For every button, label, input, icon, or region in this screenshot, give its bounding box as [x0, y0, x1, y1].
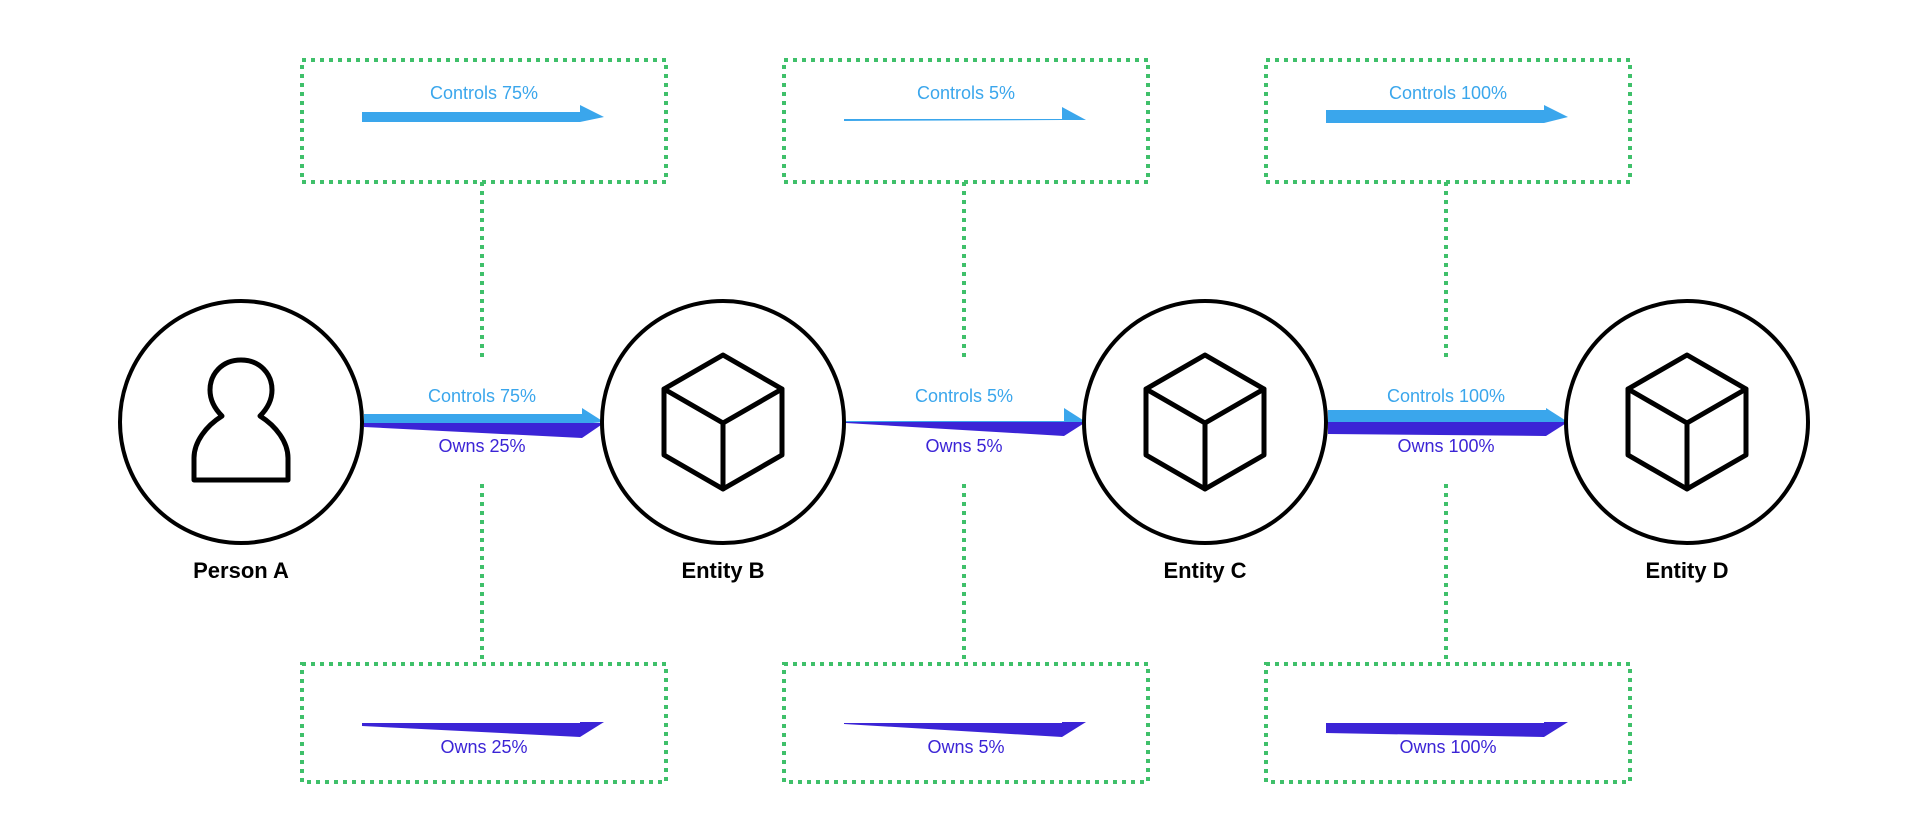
- node-label: Entity C: [1163, 558, 1246, 583]
- edge-b-c: Controls 5% Owns 5%: [846, 386, 1086, 456]
- person-icon: [191, 357, 291, 483]
- control-callout-label: Controls 75%: [430, 83, 538, 103]
- own-arrow: [846, 422, 1086, 436]
- control-callout-box-1: Controls 75%: [300, 58, 668, 184]
- own-callout-label: Owns 5%: [927, 737, 1004, 757]
- edge-own-label: Owns 5%: [925, 436, 1002, 456]
- edge-own-label: Owns 100%: [1397, 436, 1494, 456]
- control-callout-arrow: [844, 107, 1086, 121]
- control-callout-box-2: Controls 5%: [782, 58, 1150, 184]
- cube-icon: [661, 352, 785, 492]
- own-callout-label: Owns 100%: [1399, 737, 1496, 757]
- edge-a-b: Controls 75% Owns 25%: [364, 386, 604, 456]
- control-callout-label: Controls 5%: [917, 83, 1015, 103]
- edge-own-label: Owns 25%: [438, 436, 525, 456]
- node-label: Entity B: [681, 558, 764, 583]
- node-entity-d: Entity D: [1564, 299, 1810, 583]
- node-label: Entity D: [1645, 558, 1728, 583]
- cube-icon: [1625, 352, 1749, 492]
- node-person-a: Person A: [118, 299, 364, 583]
- own-callout-label: Owns 25%: [440, 737, 527, 757]
- control-arrow: [1328, 408, 1568, 422]
- own-arrow: [1328, 422, 1568, 436]
- control-arrow: [846, 408, 1086, 422]
- edge-c-d: Controls 100% Owns 100%: [1328, 386, 1568, 456]
- edge-control-label: Controls 75%: [428, 386, 536, 406]
- control-callout-arrow: [362, 105, 604, 122]
- control-arrow: [364, 408, 604, 424]
- edge-control-label: Controls 5%: [915, 386, 1013, 406]
- own-callout-box-1: Owns 25%: [300, 662, 668, 784]
- own-callout-arrow: [844, 722, 1086, 737]
- own-callout-arrow: [362, 722, 604, 737]
- node-label: Person A: [193, 558, 289, 583]
- cube-icon: [1143, 352, 1267, 492]
- node-entity-c: Entity C: [1082, 299, 1328, 583]
- own-callout-box-3: Owns 100%: [1264, 662, 1632, 784]
- control-callout-box-3: Controls 100%: [1264, 58, 1632, 184]
- control-callout-label: Controls 100%: [1389, 83, 1507, 103]
- edge-control-label: Controls 100%: [1387, 386, 1505, 406]
- node-entity-b: Entity B: [600, 299, 846, 583]
- own-callout-arrow: [1326, 722, 1568, 737]
- control-callout-arrow: [1326, 105, 1568, 123]
- own-callout-box-2: Owns 5%: [782, 662, 1150, 784]
- callout-connectors: [480, 182, 1448, 664]
- own-arrow: [364, 423, 604, 438]
